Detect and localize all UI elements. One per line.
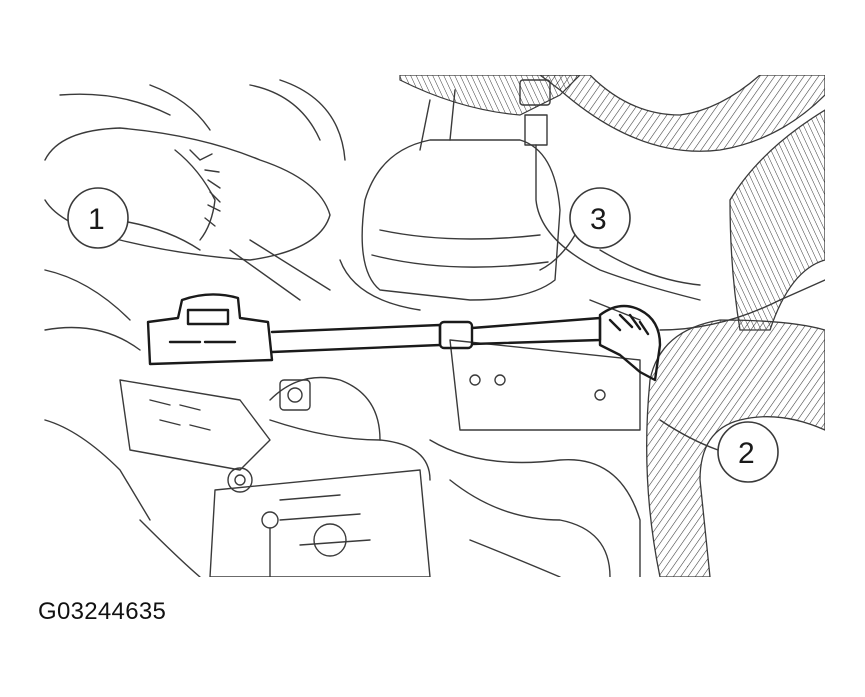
callout-2: 2 <box>659 419 779 483</box>
figure-reference-code: G03244635 <box>38 598 167 625</box>
hose-right-lower <box>646 319 825 577</box>
background-lines <box>44 239 701 577</box>
hose-right-upper <box>538 75 825 331</box>
sensor-assembly <box>146 293 662 382</box>
callout-1: 1 <box>67 187 201 251</box>
central-component <box>339 89 561 311</box>
air-intake-duct <box>44 79 346 261</box>
callout-1-label: 1 <box>88 203 105 236</box>
lower-mechanism <box>44 376 431 577</box>
callout-3-label: 3 <box>590 203 607 236</box>
callout-2-label: 2 <box>738 437 755 470</box>
engine-bay-drawing <box>44 75 825 577</box>
hose-upper-left <box>399 75 581 116</box>
top-connector <box>519 79 701 301</box>
callout-3: 3 <box>539 187 631 271</box>
wire-right <box>659 279 825 331</box>
